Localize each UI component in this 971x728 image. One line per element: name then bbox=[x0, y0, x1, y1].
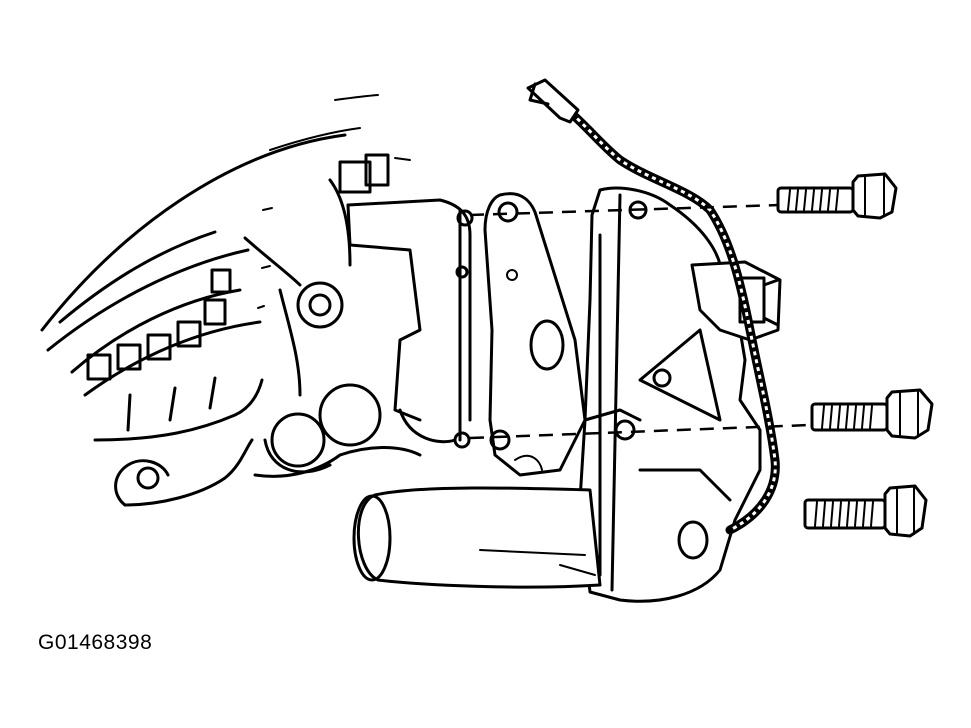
bolt-upper bbox=[776, 172, 898, 220]
transfer-case-housing bbox=[40, 94, 422, 507]
electrical-connector bbox=[690, 260, 782, 342]
bolt-middle bbox=[810, 388, 934, 440]
mounting-bracket bbox=[263, 198, 474, 474]
gasket-plate bbox=[483, 192, 587, 477]
electric-motor-cylinder bbox=[352, 486, 602, 589]
alignment-lines bbox=[469, 203, 811, 440]
encoder-motor bbox=[352, 186, 782, 603]
bolt-lower bbox=[803, 484, 928, 538]
wiring-harness bbox=[526, 78, 780, 535]
seal-ribs bbox=[86, 268, 232, 432]
figure-id-label: G01468398 bbox=[38, 631, 153, 654]
